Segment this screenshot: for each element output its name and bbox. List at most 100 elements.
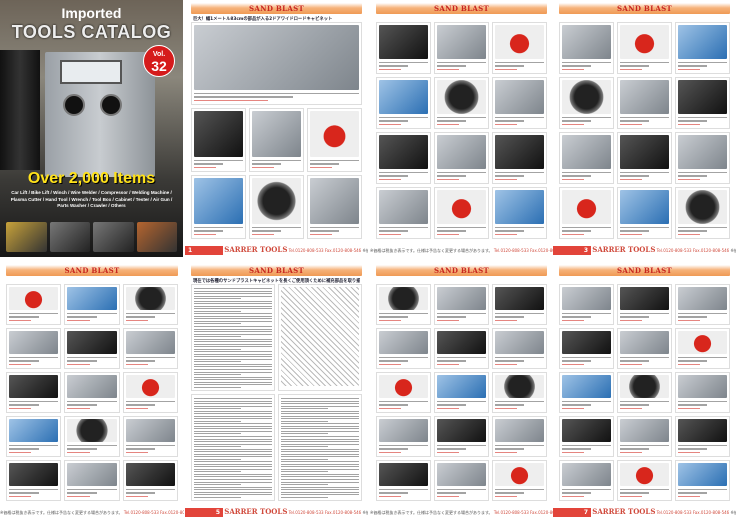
product-text-line [125, 407, 148, 409]
product-grid [6, 284, 178, 501]
product-text-line [620, 319, 643, 321]
product-text-line [125, 360, 156, 362]
product-text-line [562, 226, 611, 228]
product-image [562, 375, 611, 398]
product-text-line [495, 451, 518, 453]
product-text-line [495, 226, 544, 228]
product-item [675, 416, 730, 457]
product-text-line [620, 175, 650, 177]
product-text-line [379, 360, 409, 362]
product-item [492, 328, 547, 369]
section-header: SAND BLAST [191, 265, 362, 276]
product-image [620, 375, 669, 398]
product-text-line [437, 451, 460, 453]
product-item [434, 187, 489, 239]
product-text-line [562, 363, 585, 365]
product-item [64, 328, 120, 369]
product-text-line [678, 451, 701, 453]
product-image [194, 178, 243, 224]
product-text-line [678, 488, 727, 490]
product-text-line [495, 400, 544, 402]
product-image [252, 111, 301, 157]
product-text-line [620, 363, 643, 365]
product-image [678, 135, 727, 169]
product-text-line [620, 316, 650, 318]
product-text-line [437, 120, 467, 122]
product-text-line [495, 120, 525, 122]
product-image [437, 287, 486, 310]
product-text-line [437, 360, 467, 362]
product-text-line [562, 488, 611, 490]
product-item [675, 132, 730, 184]
product-text-line [194, 230, 224, 232]
product-text-line [437, 495, 460, 497]
product-text-line [678, 226, 727, 228]
product-text-line [495, 316, 525, 318]
product-text-line [678, 230, 708, 232]
product-image [678, 331, 727, 354]
product-text-line [437, 316, 467, 318]
product-text-line [620, 120, 650, 122]
catalog-page-6: SAND BLAST ※価格は税抜き表示です。仕様は予告なく変更する場合がありま… [370, 262, 553, 519]
product-text-line [620, 230, 650, 232]
cover-categories: Car Lift / Bike Lift / Winch / Wire Weld… [10, 190, 173, 208]
product-text-line [379, 312, 428, 314]
product-image [379, 287, 428, 310]
product-image [562, 190, 611, 224]
catalog-cover: Imported TOOLS CATALOG Vol.32 Over 2,000… [0, 0, 183, 257]
product-image [9, 287, 59, 310]
product-text-line [562, 116, 611, 118]
section-header: SAND BLAST [6, 265, 178, 276]
product-text-line [379, 495, 402, 497]
section-header: SAND BLAST [191, 3, 362, 14]
product-text-line [437, 356, 486, 358]
product-image [125, 463, 175, 486]
product-item [617, 22, 672, 74]
product-grid [559, 22, 730, 239]
product-text-line [379, 444, 428, 446]
product-image [495, 190, 544, 224]
product-text-line [252, 226, 301, 228]
product-text-line [125, 404, 156, 406]
product-item [249, 175, 304, 239]
product-item [6, 416, 62, 457]
product-text-line [379, 178, 402, 180]
product-text-line [67, 404, 97, 406]
product-text-line [9, 363, 32, 365]
product-text-line [310, 233, 333, 235]
product-item [675, 284, 730, 325]
page-footer: 5 SARRER TOOLS Tel.0120-808-533 Fax.0120… [185, 507, 368, 517]
product-text-line [562, 407, 585, 409]
product-item [675, 372, 730, 413]
product-text-line [562, 400, 611, 402]
product-text-line [620, 171, 669, 173]
footer-brand: SARRER TOOLS [224, 245, 288, 254]
product-text-line [9, 488, 59, 490]
product-text-line [495, 448, 525, 450]
product-image [562, 463, 611, 486]
product-image [620, 463, 669, 486]
page-number: 3 [553, 246, 591, 255]
product-text-line [437, 61, 486, 63]
cover-title: TOOLS CATALOG [11, 22, 172, 42]
product-text-line [252, 159, 301, 162]
product-image [125, 331, 175, 354]
page-number: 5 [185, 508, 223, 517]
product-text-line [379, 448, 409, 450]
product-text-line [620, 356, 669, 358]
section-header: SAND BLAST [376, 265, 547, 276]
product-text-line [9, 404, 39, 406]
product-text-line [495, 495, 518, 497]
product-image [437, 375, 486, 398]
product-image [67, 375, 117, 398]
product-item [434, 77, 489, 129]
product-item [675, 22, 730, 74]
product-item [434, 416, 489, 457]
product-image [495, 375, 544, 398]
product-text-line [379, 316, 409, 318]
product-text-line [620, 404, 650, 406]
product-text-line [9, 400, 59, 402]
product-item [122, 460, 178, 501]
product-text-line [562, 68, 585, 70]
product-text-line [9, 451, 32, 453]
